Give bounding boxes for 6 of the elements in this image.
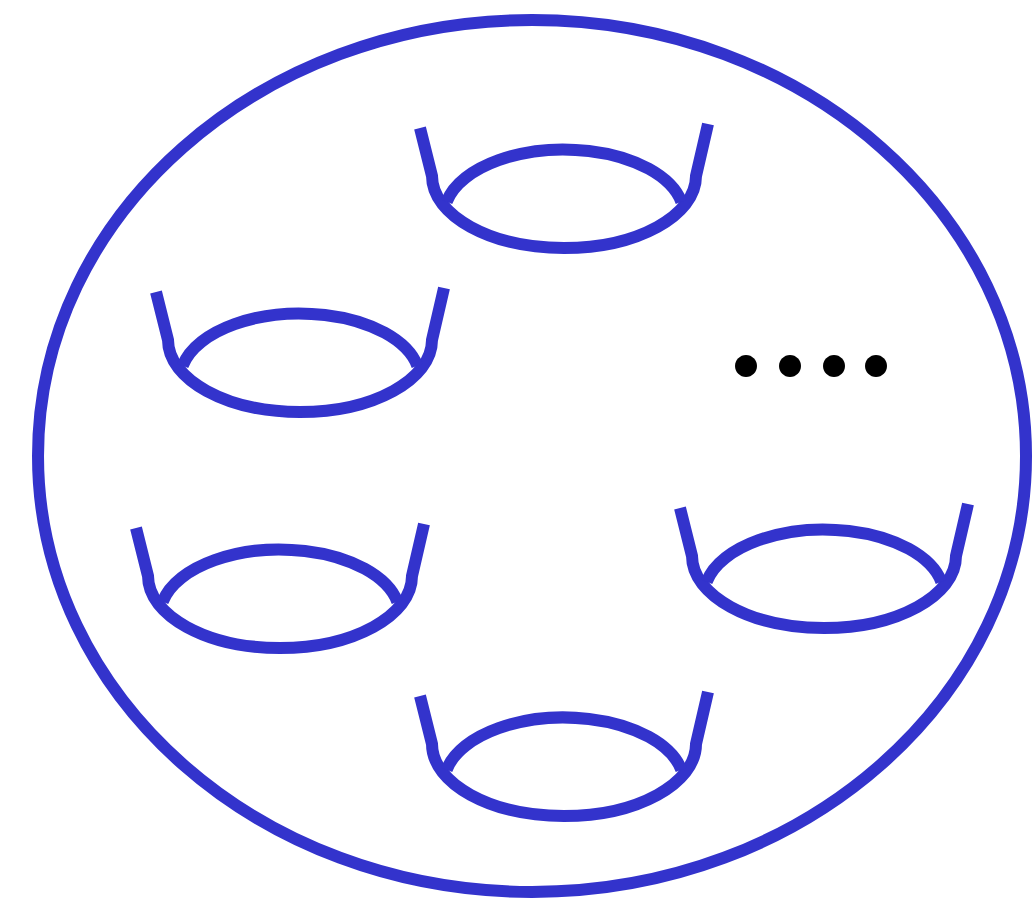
surface-outline — [32, 14, 1032, 898]
handle-drawing — [414, 122, 714, 254]
handle-drawing — [674, 502, 974, 634]
handle-drawing — [414, 690, 714, 822]
handle-drawing — [130, 522, 430, 654]
handle-drawing — [150, 286, 450, 418]
